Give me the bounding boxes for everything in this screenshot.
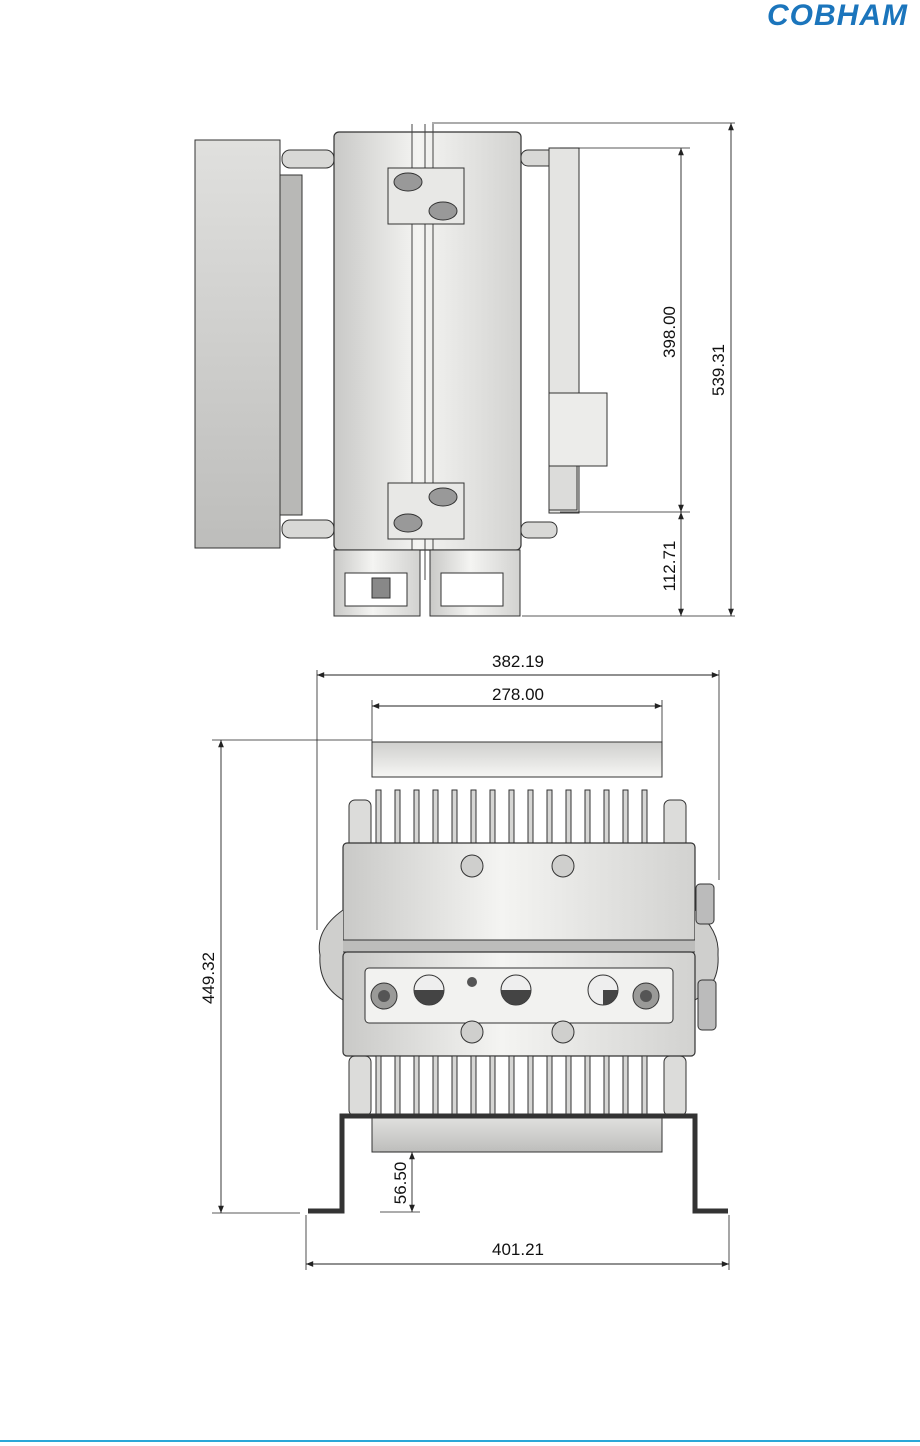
front-fins-upper <box>376 790 647 845</box>
front-hinge-strip <box>336 940 702 952</box>
dim-112: 112.71 <box>660 541 679 592</box>
dim-382: 382.19 <box>492 652 544 671</box>
side-heatsink-panel <box>195 140 280 548</box>
front-fins-lower <box>376 1056 647 1116</box>
side-connector-box <box>549 393 607 466</box>
front-handle-left <box>319 910 343 1000</box>
dim-56: 56.50 <box>391 1162 410 1205</box>
side-heatsink-fins <box>280 175 302 515</box>
front-bottom-panel <box>372 1118 662 1152</box>
front-upper-housing <box>343 843 695 943</box>
side-post-top <box>282 150 334 168</box>
side-post-bottom <box>282 520 334 538</box>
dim-539: 539.31 <box>709 344 728 396</box>
dim-449: 449.32 <box>199 952 218 1004</box>
dim-398: 398.00 <box>660 306 679 358</box>
side-view: 398.00 539.31 112.71 <box>195 123 735 616</box>
front-view: 382.19 278.00 449.32 56.50 401.21 <box>199 652 729 1270</box>
dim-401: 401.21 <box>492 1240 544 1259</box>
footer-rule <box>0 1440 920 1442</box>
front-top-panel <box>372 742 662 777</box>
dim-278: 278.00 <box>492 685 544 704</box>
